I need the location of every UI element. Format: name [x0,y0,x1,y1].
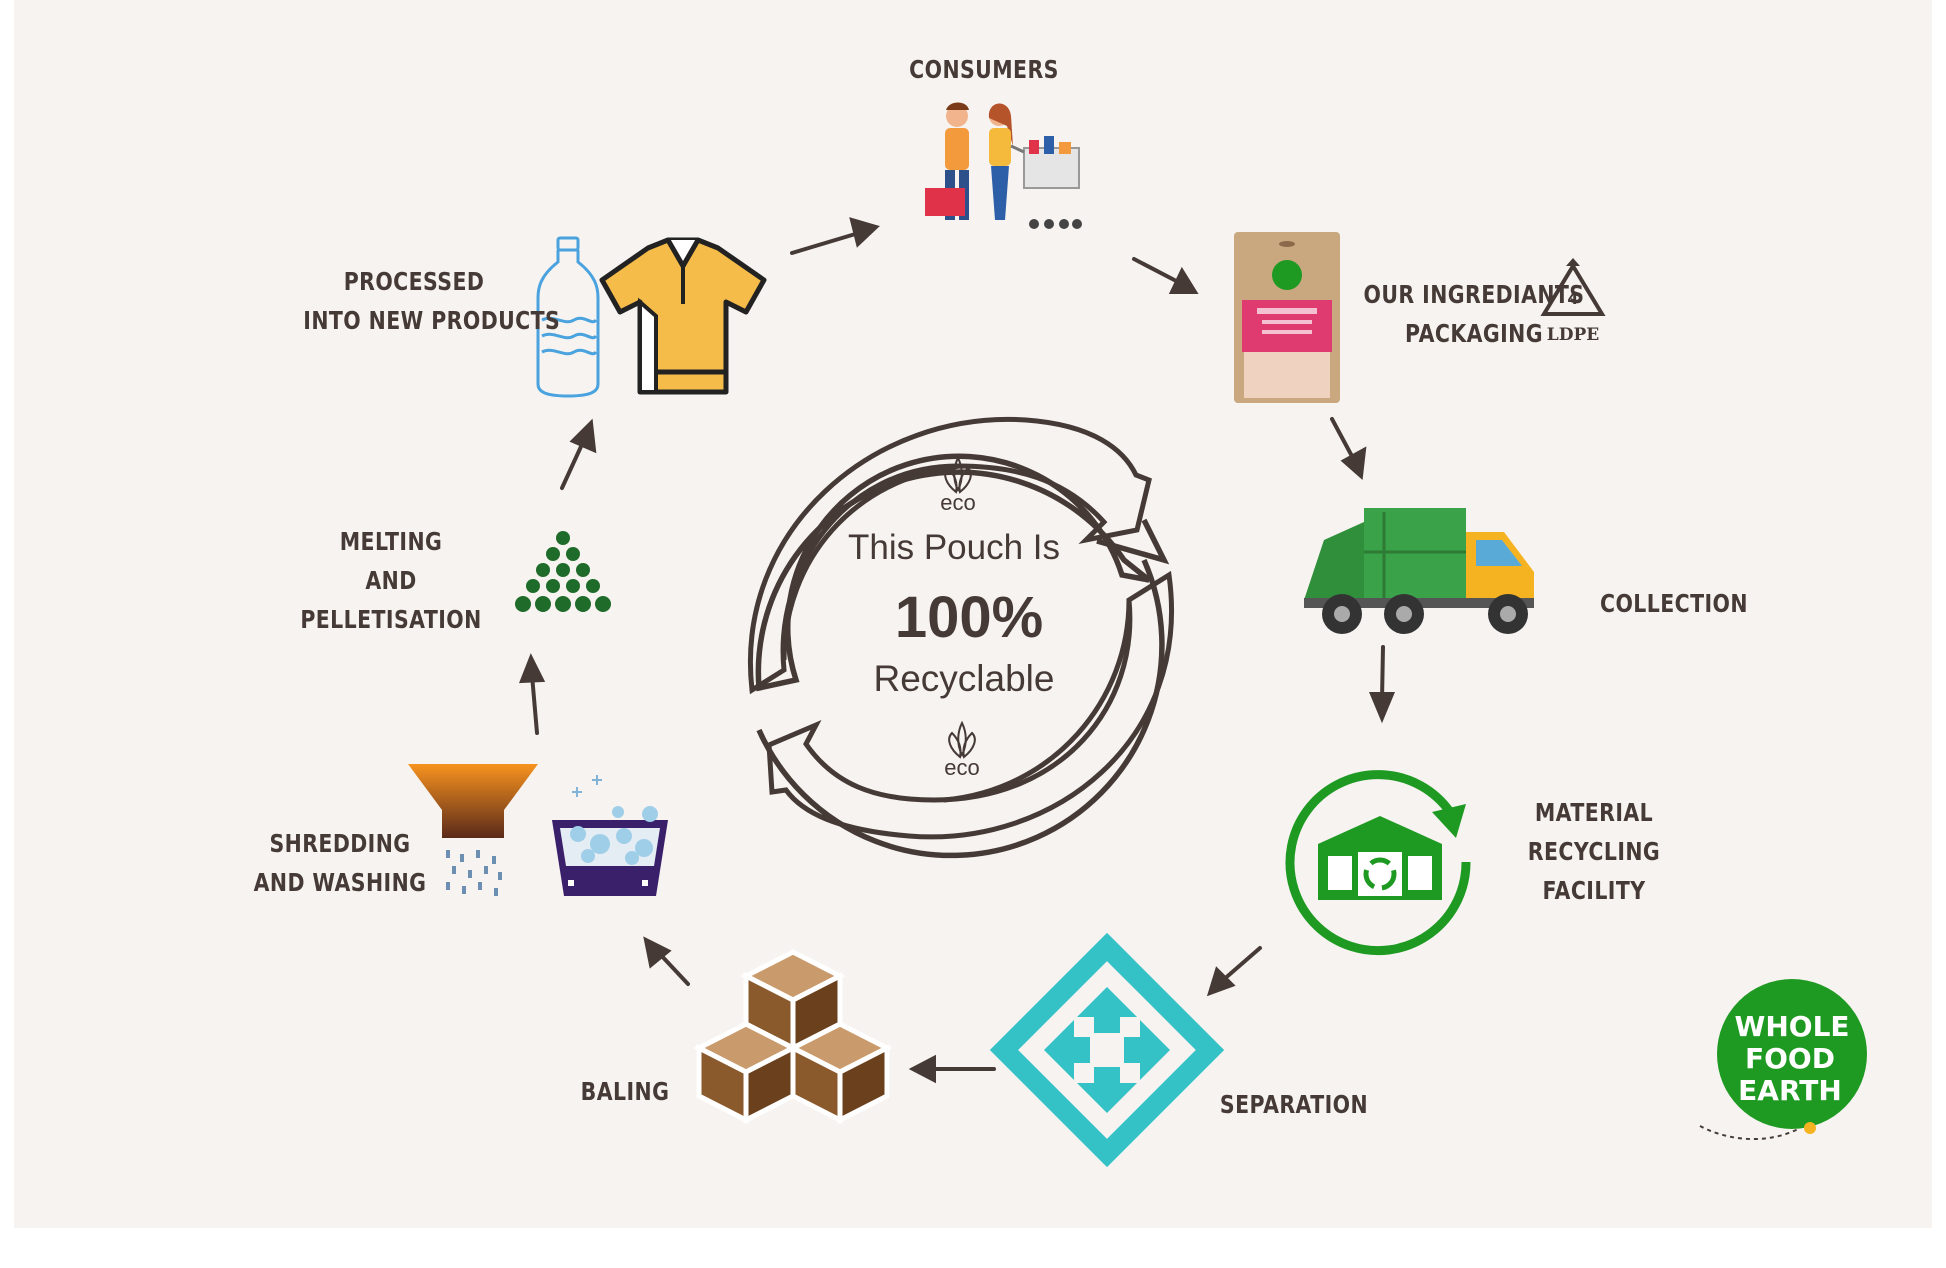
eco-leaf-icon [944,455,972,494]
eco-label-top: eco [940,490,976,515]
pellets-icon [515,531,611,612]
pouch-headline: This Pouch Is [847,528,1061,567]
bottle-icon [536,236,600,398]
recycle-ldpe-icon: 4 LDPE [1540,258,1606,345]
recycle-code: LDPE [1547,325,1599,345]
separation-icon [989,932,1225,1168]
bales-icon [693,949,893,1125]
logo-line-1: WHOLE [1734,1010,1849,1043]
recyclable-label: Recyclable [873,658,1055,699]
brand-logo: WHOLE FOOD EARTH [1699,979,1867,1141]
garbage-truck-icon [1304,508,1534,634]
step-separation: SEPARATION [1219,1090,1369,1119]
step-collection: COLLECTION [1600,589,1748,618]
percent-value: 100% [894,585,1044,650]
consumers-icon [925,102,1082,229]
logo-line-3: EARTH [1738,1074,1842,1107]
shredder-icon [408,764,538,896]
percent-figure: 100% [794,584,1144,651]
step-consumers: CONSUMERS [909,55,1059,84]
step-baling: BALING [580,1077,670,1106]
eco-label-bottom: eco [944,755,980,780]
pouch-icon [1234,232,1340,403]
washing-tub-icon [552,775,668,896]
recycling-facility-icon [1285,770,1471,956]
diagram-canvas: eco This Pouch Is 100% Recyclable eco CO… [14,0,1932,1228]
shirt-icon [599,237,767,395]
recycle-number: 4 [1567,289,1578,308]
cycle-arrows-icon [519,217,1395,1084]
logo-line-2: FOOD [1745,1042,1835,1075]
